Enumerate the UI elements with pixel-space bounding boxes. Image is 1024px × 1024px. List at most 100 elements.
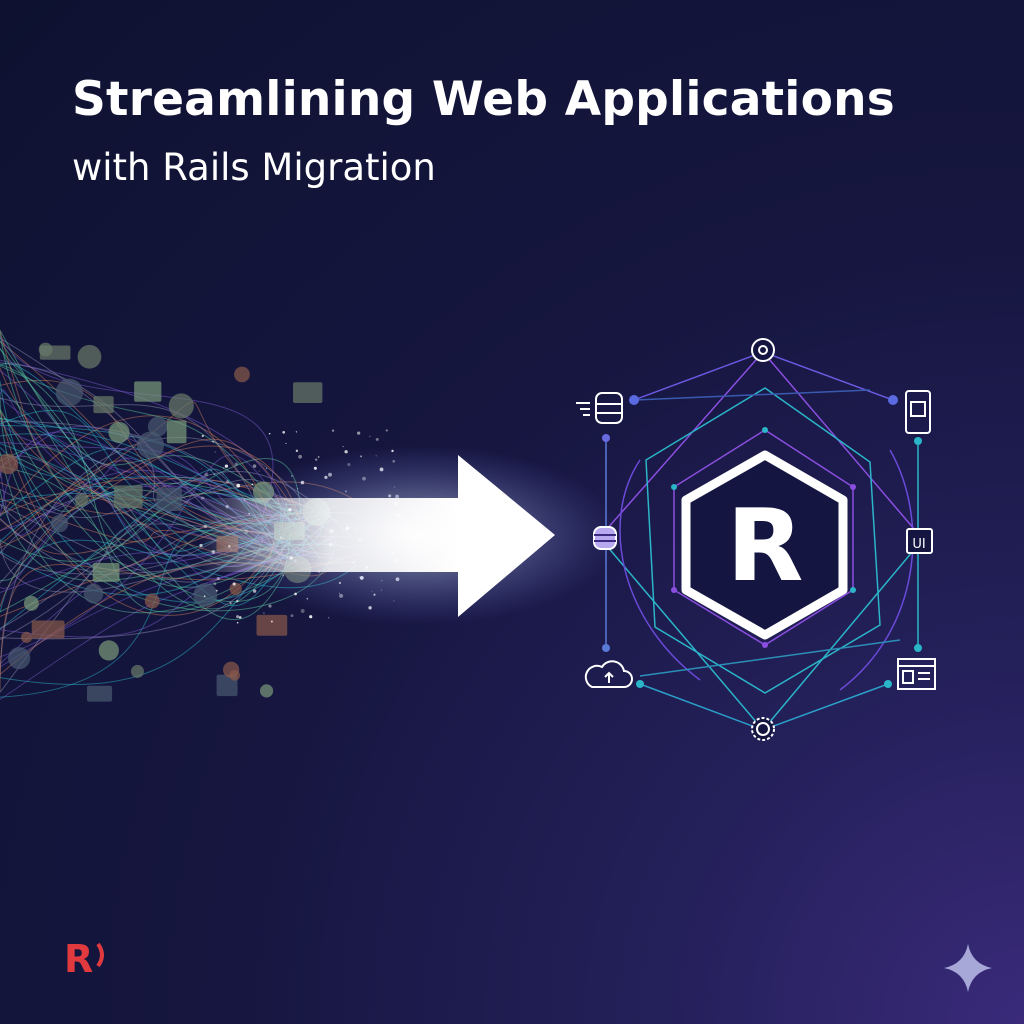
tangle-line <box>0 477 263 515</box>
tangle-line <box>0 551 278 593</box>
database-stack-icon <box>593 526 617 550</box>
tangle-line <box>0 454 293 658</box>
particle <box>238 616 242 619</box>
particle <box>229 602 232 605</box>
particle <box>375 437 379 441</box>
gear-fragment-icon <box>168 393 194 419</box>
tangle-line <box>0 425 277 520</box>
gear-fragment-icon <box>130 664 144 678</box>
gear-fragment-icon <box>147 416 168 437</box>
particle <box>225 480 230 484</box>
particle <box>222 467 225 469</box>
particle <box>215 589 218 592</box>
window-fragment-icon <box>87 685 113 702</box>
gear-fragment-icon <box>108 421 130 443</box>
gear-fragment-icon <box>20 631 33 643</box>
particle <box>236 621 239 624</box>
particle <box>265 467 267 469</box>
gear-fragment-icon <box>23 595 39 611</box>
ui-icon-label: UI <box>912 537 925 552</box>
particle <box>204 472 209 477</box>
tangle-line <box>0 492 273 562</box>
particle <box>328 617 330 619</box>
particle <box>295 449 299 452</box>
gear-fragment-icon <box>259 684 274 698</box>
particle <box>268 604 272 608</box>
particle <box>270 620 273 623</box>
particle <box>385 429 388 432</box>
window-fragment-icon <box>293 382 323 403</box>
tangle-line <box>0 445 301 607</box>
tangle-line <box>0 447 311 517</box>
gear-fragment-icon <box>136 431 165 459</box>
window-fragment-icon <box>114 485 143 509</box>
particle <box>213 582 217 586</box>
tangle-line <box>0 482 313 581</box>
gear-fragment-icon <box>234 366 250 383</box>
particle <box>214 451 216 453</box>
particle <box>203 595 206 598</box>
tangle-line <box>0 446 295 569</box>
gear-fragment-icon <box>74 493 88 507</box>
rails-logo-letter: R <box>726 487 803 604</box>
particle <box>252 589 257 593</box>
gear-fragment-icon <box>98 640 119 661</box>
browser-window-icon <box>897 658 936 690</box>
particle <box>216 576 220 581</box>
particle <box>342 446 344 448</box>
ui-component-icon: UI <box>906 528 933 554</box>
particle <box>210 469 213 471</box>
gear-fragment-icon <box>83 583 104 604</box>
particle <box>357 431 361 435</box>
particle <box>285 442 287 445</box>
particle <box>236 483 241 488</box>
migration-arrow <box>200 445 620 625</box>
gear-fragment-icon <box>50 514 69 533</box>
particle <box>282 430 286 434</box>
particle <box>212 440 215 443</box>
cog-icon <box>751 717 775 741</box>
gear-fragment-icon <box>144 593 160 609</box>
tangle-line <box>0 397 284 567</box>
cloud-upload-icon <box>584 660 633 688</box>
particle <box>224 464 229 468</box>
window-fragment-icon <box>93 396 114 414</box>
particle <box>331 429 335 432</box>
particle <box>263 612 265 614</box>
window-fragment-icon <box>256 614 288 636</box>
window-fragment-icon <box>166 420 187 444</box>
brand-logo-letter: R <box>64 937 93 981</box>
brand-logo: R <box>64 937 104 981</box>
tangle-line <box>0 340 291 621</box>
mobile-icon <box>905 390 931 434</box>
rails-logo-hexagon: R <box>681 450 848 640</box>
sparkle-icon <box>944 944 992 992</box>
window-fragment-icon <box>134 381 162 402</box>
window-fragment-icon <box>31 620 65 639</box>
particle <box>268 432 271 435</box>
page-subtitle: with Rails Migration <box>72 146 436 189</box>
gear-fragment-icon <box>229 582 242 596</box>
gear-fragment-icon <box>77 344 102 369</box>
gear-fragment-icon <box>0 453 19 475</box>
gear-icon <box>751 338 775 362</box>
particle <box>252 464 257 468</box>
gear-fragment-icon <box>223 661 240 678</box>
particle <box>222 473 224 475</box>
particle <box>234 462 238 466</box>
gear-fragment-icon <box>55 378 84 407</box>
particle <box>236 599 239 603</box>
gear-fragment-icon <box>8 647 31 670</box>
particle <box>298 454 302 459</box>
particle <box>251 483 254 486</box>
particle <box>200 468 202 470</box>
particle <box>309 615 313 619</box>
window-fragment-icon <box>92 562 120 582</box>
gear-fragment-icon <box>193 583 218 608</box>
particle <box>236 615 240 619</box>
particle <box>300 609 305 613</box>
particle <box>369 435 371 437</box>
particle <box>201 434 204 438</box>
particle <box>290 614 294 618</box>
